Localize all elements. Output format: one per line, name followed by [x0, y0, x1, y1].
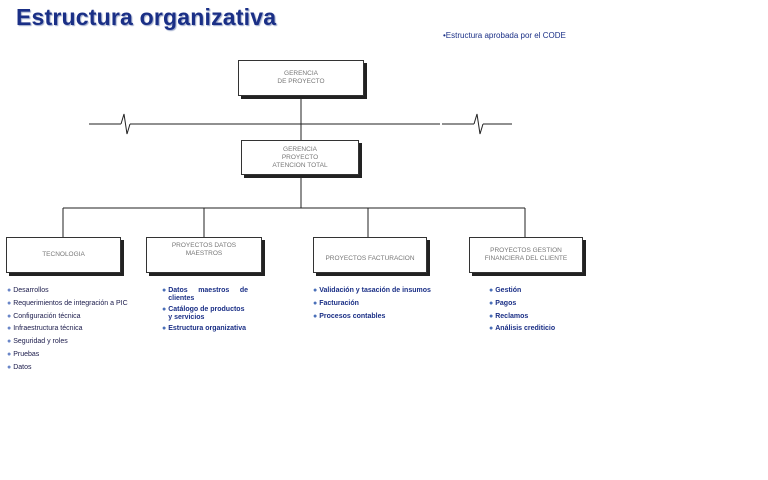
bullet-icon: ● [489, 325, 494, 333]
list-tecnologia: ●Desarrollos ●Requerimientos de integrac… [7, 287, 142, 377]
box-gerencia-atencion-total: GERENCIA PROYECTO ATENCION TOTAL [241, 140, 359, 175]
bullet-icon: ● [7, 287, 12, 294]
list-item: ●Estructura organizativa [162, 325, 247, 332]
box-proyectos-facturacion: PROYECTOS FACTURACION [313, 237, 427, 273]
list-item: ●Catálogo de productos y servicios [162, 306, 245, 321]
bullet-icon: ● [7, 312, 12, 320]
list-item: ●Procesos contables [313, 312, 386, 320]
list-gestion-financiera: ●Gestión ●Pagos ●Reclamos ●Análisis cred… [489, 287, 579, 338]
box-line: FINANCIERA DEL CLIENTE [484, 255, 568, 262]
bullet-icon: ● [162, 287, 167, 294]
list-item: ●Configuración técnica [7, 312, 81, 320]
box-line: PROYECTOS DATOS [171, 242, 237, 249]
list-item: ●Desarrollos [7, 287, 49, 294]
box-line: TECNOLOGIA [42, 251, 85, 258]
box-line: GERENCIA [283, 145, 317, 153]
bullet-icon: ● [7, 325, 12, 333]
bullet-icon: ● [313, 287, 318, 294]
list-item: ●Requerimientos de integración a PIC [7, 299, 128, 307]
box-line: PROYECTOS GESTION [490, 247, 562, 254]
list-item: ●Pagos [489, 299, 517, 307]
box-proyectos-datos-maestros: PROYECTOS DATOS MAESTROS [146, 237, 262, 273]
bullet-icon: ● [489, 299, 494, 307]
box-line: PROYECTO [281, 153, 319, 161]
box-line: MAESTROS [185, 250, 223, 257]
list-datos-maestros: ●Datos maestros de clientes ●Catálogo de… [162, 287, 248, 336]
bullet-icon: ● [7, 338, 12, 346]
list-item: ●Facturación [313, 299, 359, 307]
bullet-icon: ● [313, 299, 318, 307]
bullet-icon: ● [162, 306, 167, 313]
bullet-icon: ● [489, 287, 494, 294]
box-proyectos-gestion-financiera: PROYECTOS GESTION FINANCIERA DEL CLIENTE [469, 237, 583, 273]
list-item: ●Datos maestros de clientes [162, 287, 248, 302]
bullet-icon: ● [313, 312, 318, 320]
box-line: DE PROYECTO [277, 78, 325, 85]
box-gerencia-proyecto: GERENCIA DE PROYECTO [238, 60, 364, 96]
page-title: Estructura organizativa [16, 4, 277, 30]
bullet-icon: ● [489, 312, 494, 320]
list-item: ●Análisis crediticio [489, 325, 556, 333]
bullet-icon: ● [7, 363, 12, 371]
approval-note: •Estructura aprobada por el CODE [443, 31, 566, 40]
box-line: PROYECTOS FACTURACION [325, 255, 415, 262]
list-item: ●Gestión [489, 287, 522, 294]
bullet-icon: ● [7, 299, 12, 307]
list-facturacion: ●Validación y tasación de insumos ●Factu… [313, 287, 438, 325]
box-line: GERENCIA [284, 70, 318, 77]
box-line: ATENCION TOTAL [272, 161, 328, 169]
box-tecnologia: TECNOLOGIA [6, 237, 121, 273]
list-item: ●Infraestructura técnica [7, 325, 83, 333]
list-item: ●Validación y tasación de insumos [313, 287, 431, 294]
list-item: ●Pruebas [7, 350, 40, 358]
list-item: ●Datos [7, 363, 32, 371]
bullet-icon: ● [162, 325, 167, 332]
list-item: ●Seguridad y roles [7, 338, 68, 346]
list-item: ●Reclamos [489, 312, 529, 320]
bullet-icon: ● [7, 350, 12, 358]
